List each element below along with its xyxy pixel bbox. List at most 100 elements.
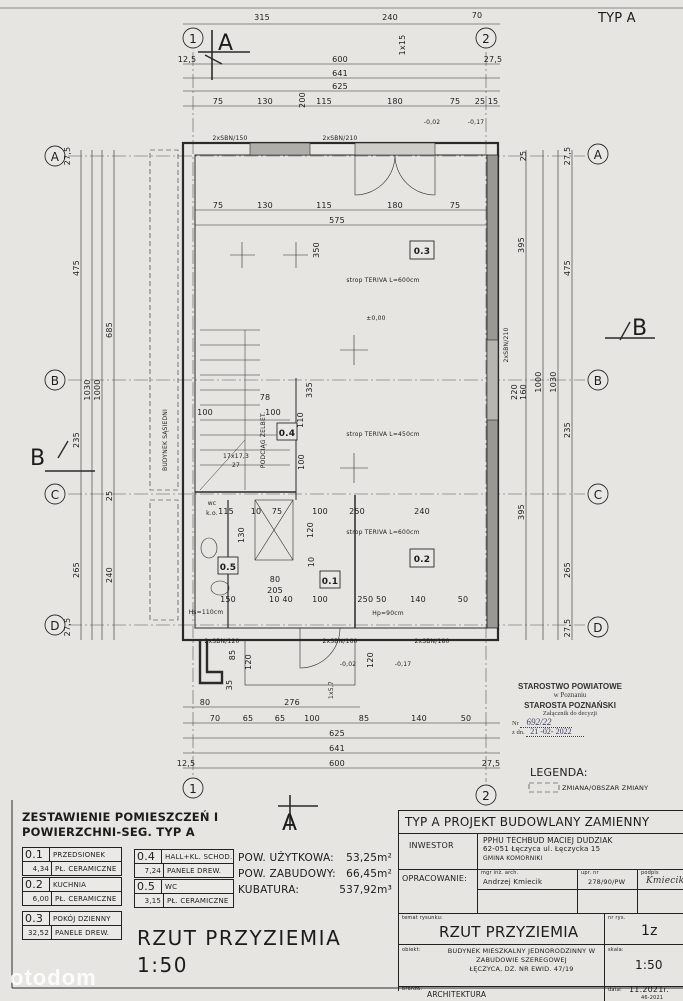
dimension-label: 140 bbox=[411, 714, 427, 723]
section-b-marker: B bbox=[30, 446, 45, 471]
dimension-label: 25 bbox=[105, 491, 114, 502]
stat-label: POW. UŻYTKOWA: bbox=[238, 852, 334, 864]
type-label: TYP A bbox=[597, 11, 636, 26]
plan-annotation: 2xSBN/210 bbox=[322, 135, 357, 142]
license-number: 278/90/PW bbox=[588, 878, 626, 886]
investor-municipality: GMINA KOMORNIKI bbox=[483, 855, 543, 862]
room-area: 4,34 bbox=[23, 862, 52, 875]
dimension-label: 115 bbox=[316, 201, 332, 210]
branch: ARCHITEKTURA bbox=[427, 990, 487, 999]
dimension-label: 475 bbox=[72, 260, 81, 276]
dimension-label: 75 bbox=[450, 201, 461, 210]
dimension-label: 575 bbox=[329, 216, 345, 225]
dimension-label: 395 bbox=[517, 504, 526, 520]
plan-annotation: 2xSBN/150 bbox=[212, 135, 247, 142]
plan-annotation: wc bbox=[208, 500, 217, 507]
dimension-label: 180 bbox=[387, 97, 403, 106]
dimension-label: 475 bbox=[563, 260, 572, 276]
stamp-date-label: z dn. bbox=[512, 729, 525, 736]
dimension-label: 100 bbox=[197, 408, 213, 417]
axis-label-1: 1 bbox=[189, 32, 197, 46]
axis-label-b: B bbox=[51, 374, 59, 388]
stamp-nr-value: 692/22 bbox=[520, 717, 572, 728]
section-b-marker-right: B bbox=[632, 316, 647, 341]
legend-title: LEGENDA: bbox=[530, 766, 588, 779]
dimension-label: 250 bbox=[349, 507, 365, 516]
dimension-label: 200 bbox=[298, 92, 307, 108]
architect-title: mgr inż. arch. bbox=[481, 870, 519, 876]
dimension-label: 150 bbox=[220, 595, 236, 604]
watermark-logo: otodom bbox=[10, 965, 97, 990]
dimension-label: 180 bbox=[387, 201, 403, 210]
dimension-label: 205 bbox=[267, 586, 283, 595]
approval-stamp: STAROSTWO POWIATOWE w Poznaniu STAROSTA … bbox=[500, 682, 640, 737]
dimension-label: 140 bbox=[410, 595, 426, 604]
plan-annotation: 2xSBN/180 bbox=[414, 638, 449, 645]
room-name: WC bbox=[165, 882, 178, 891]
room-number: 0.1 bbox=[23, 848, 50, 861]
room-label: 0.2 bbox=[414, 555, 431, 565]
stamp-city: w Poznaniu bbox=[553, 691, 587, 699]
dimension-label: 10 bbox=[307, 557, 316, 568]
scale-label: skala: bbox=[608, 947, 624, 953]
room-label: 0.5 bbox=[220, 563, 237, 573]
area-stats: POW. UŻYTKOWA:53,25m² POW. ZABUDOWY:66,4… bbox=[238, 850, 392, 898]
section-a-marker: A bbox=[218, 31, 233, 56]
dimension-label: 130 bbox=[257, 201, 273, 210]
investor-label: INWESTOR bbox=[409, 841, 454, 850]
project-number: 46-2021 bbox=[641, 995, 664, 1001]
dimension-label: 75 bbox=[450, 97, 461, 106]
room-floor: PŁ. CERAMICZNE bbox=[167, 896, 229, 905]
plan-annotation: strop TERIVA L=600cm bbox=[346, 529, 419, 536]
dimension-label: 35 bbox=[225, 680, 234, 691]
axis-label-2: 2 bbox=[482, 32, 490, 46]
dimension-label: 265 bbox=[72, 562, 81, 578]
dimension-label: 120 bbox=[306, 522, 315, 538]
room-floor: PŁ. CERAMICZNE bbox=[55, 894, 117, 903]
dimension-label: 100 bbox=[312, 595, 328, 604]
dimension-label: 85 bbox=[228, 650, 237, 661]
stat-label: POW. ZABUDOWY: bbox=[238, 868, 336, 880]
dimension-label: 115 bbox=[316, 97, 332, 106]
object-line2: ZABUDOWIE SZEREGOWEJ bbox=[476, 956, 567, 964]
stamp-nr-label: Nr bbox=[512, 720, 519, 727]
investor-name: PPHU TECHBUD MACIEJ DUDZIAK bbox=[483, 836, 613, 845]
dimension-label: 600 bbox=[332, 55, 348, 64]
dimension-label: 80 bbox=[200, 698, 211, 707]
plan-annotation: ±0,00 bbox=[366, 315, 385, 322]
plan-annotation: BUDYNEK SĄSIEDNI bbox=[162, 409, 169, 471]
plan-annotation: -0,17 bbox=[395, 661, 412, 668]
object-label: obiekt: bbox=[402, 947, 421, 953]
room-number: 0.4 bbox=[135, 850, 162, 863]
dimension-label: 641 bbox=[329, 744, 345, 753]
dimension-label: 1000 bbox=[534, 371, 543, 392]
axis-label-c-right: C bbox=[594, 488, 603, 502]
room-name: PRZEDSIONEK bbox=[53, 850, 106, 859]
dimension-label: 1030 bbox=[549, 371, 558, 392]
license-label: upr. nr bbox=[581, 870, 599, 876]
plan-annotation: 17x17,3 bbox=[223, 453, 249, 460]
axis-label-d-right: D bbox=[593, 621, 602, 635]
dimension-label: 625 bbox=[329, 729, 345, 738]
dimension-label: 15 bbox=[488, 97, 499, 106]
room-number: 0.2 bbox=[23, 878, 50, 891]
dimension-label: 1x15 bbox=[398, 35, 407, 56]
room-floor: PANELE DREW. bbox=[167, 866, 222, 875]
subject: RZUT PRZYZIEMIA bbox=[439, 923, 579, 941]
dimension-label: 235 bbox=[72, 432, 81, 448]
dimension-label: 27,5 bbox=[63, 618, 72, 637]
dimension-label: 27,5 bbox=[563, 147, 572, 166]
dimension-label: 235 bbox=[563, 422, 572, 438]
branch-label: branża: bbox=[402, 986, 423, 992]
summary-title-line2: POWIERZCHNI-SEG. TYP A bbox=[22, 825, 195, 839]
plan-annotation: strop TERIVA L=600cm bbox=[346, 277, 419, 284]
dimension-label: 85 bbox=[359, 714, 370, 723]
stat-value: 66,45m² bbox=[346, 868, 392, 880]
dimension-label: 50 bbox=[461, 714, 472, 723]
dimension-label: 25 bbox=[519, 151, 528, 162]
dimension-label: 25 bbox=[475, 97, 486, 106]
room-area: 3,15 bbox=[135, 894, 164, 907]
plan-annotation: k.o. bbox=[206, 510, 218, 517]
room-number: 0.5 bbox=[135, 880, 162, 893]
